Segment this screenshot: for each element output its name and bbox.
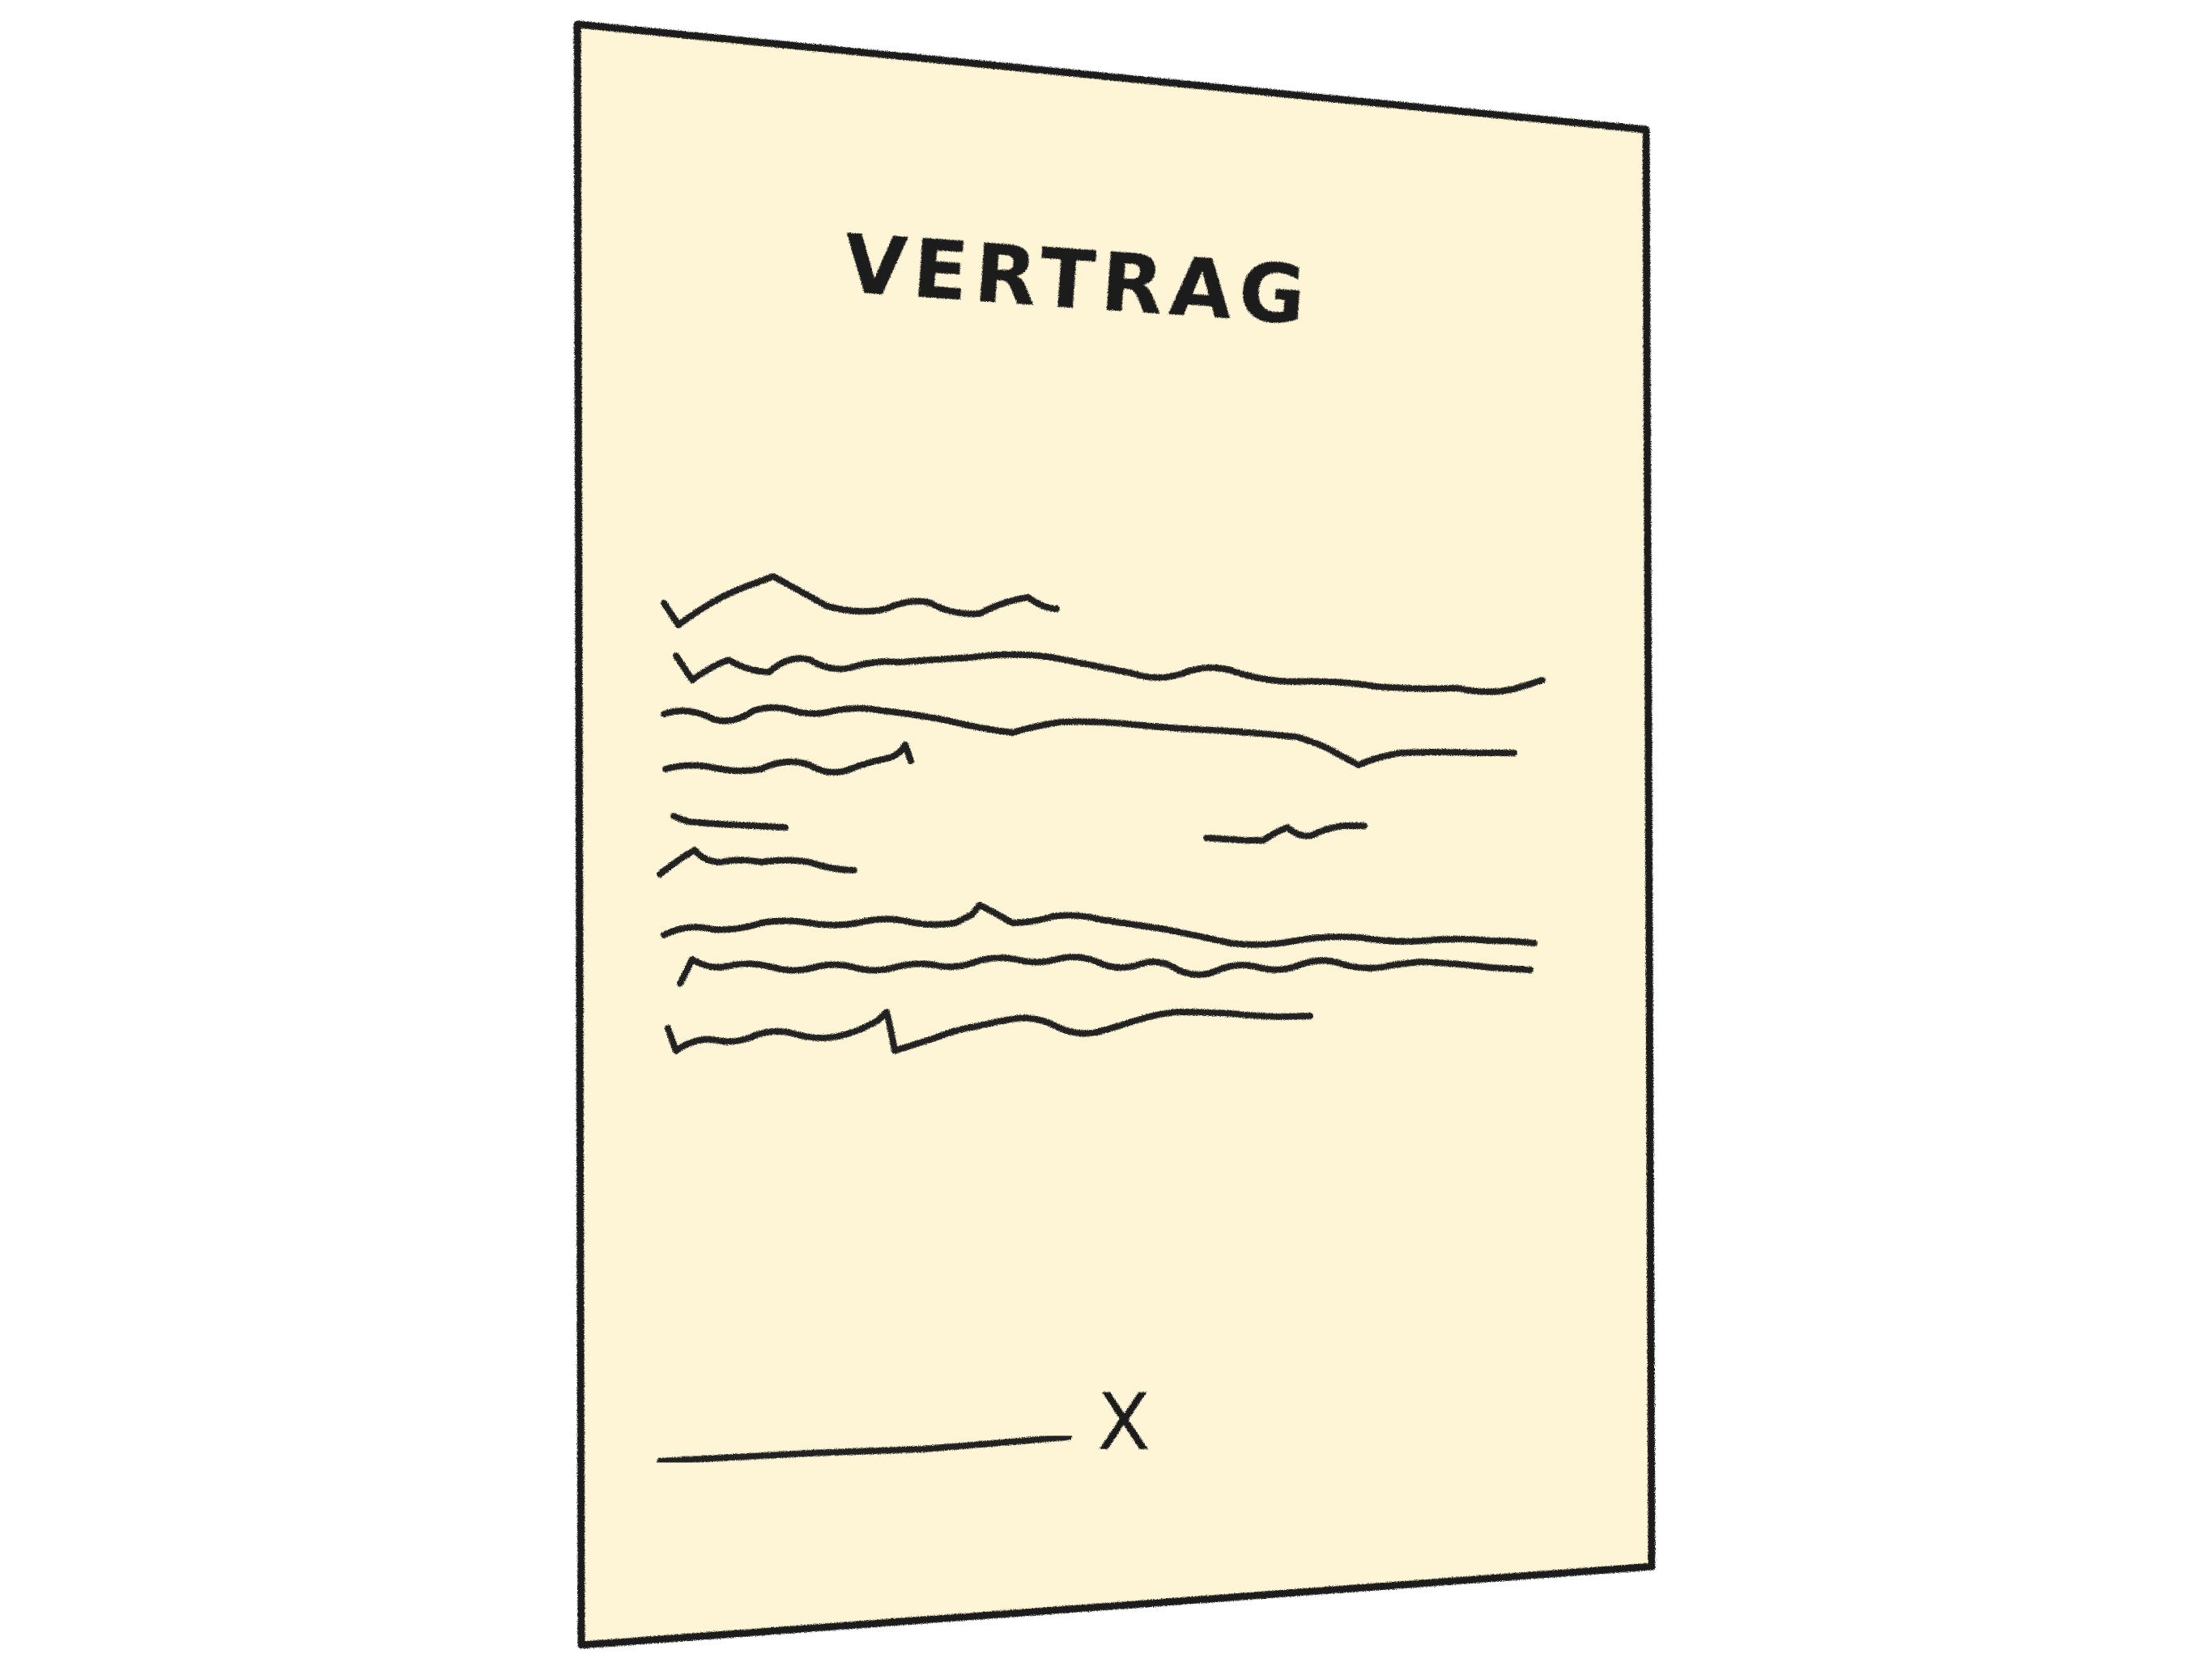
signature-line [657, 1434, 1072, 1465]
scribble-line [1203, 823, 1368, 844]
scribble-line [670, 813, 789, 831]
scribble-line [662, 742, 914, 776]
signature-area [657, 1434, 1072, 1465]
scribble-line [657, 847, 857, 878]
scribble-line [677, 954, 1534, 987]
scribble-line [661, 573, 1060, 628]
scribble-line [665, 1009, 1313, 1054]
scribble-line [661, 902, 1538, 948]
scribbled-text-block [657, 573, 1546, 1054]
scribble-line [673, 651, 1546, 695]
contract-paper [573, 20, 1656, 1649]
scribble-line [661, 704, 1517, 768]
signature-mark: X [1097, 1377, 1151, 1468]
